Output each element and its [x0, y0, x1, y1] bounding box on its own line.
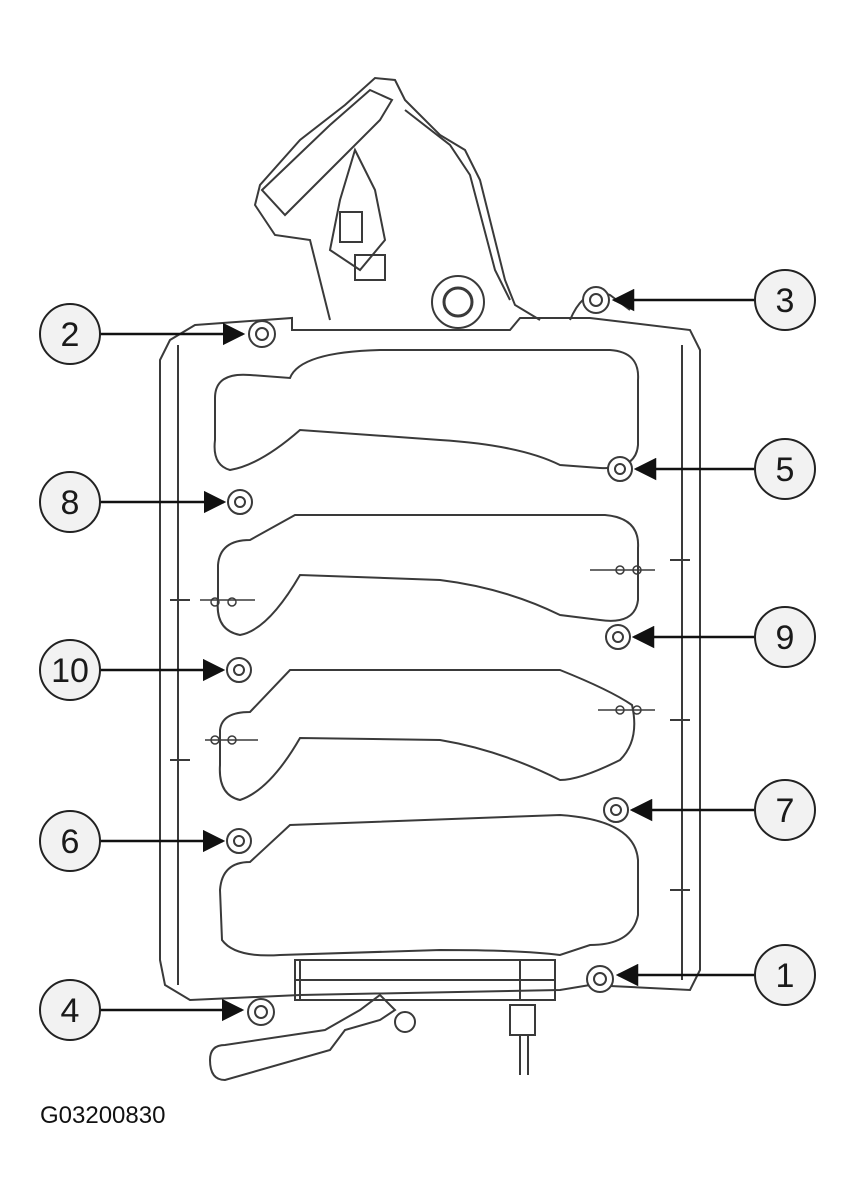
bolt-3	[582, 286, 610, 314]
manifold-frame	[159, 316, 701, 1002]
throttle-body-assembly	[253, 76, 631, 329]
bolt-2	[248, 320, 276, 348]
callout-9: 9	[754, 606, 816, 668]
bolt-7	[603, 797, 629, 823]
callout-6-label: 6	[61, 823, 80, 861]
bolt-6	[226, 828, 252, 854]
bolt-1	[586, 965, 614, 993]
bolt-group	[226, 286, 633, 1026]
fuel-rail-details	[200, 565, 655, 745]
callout-1-label: 1	[776, 957, 795, 995]
callout-6: 6	[39, 810, 101, 872]
callout-4: 4	[39, 979, 101, 1041]
callout-5: 5	[754, 438, 816, 500]
figure-id: G03200830	[40, 1102, 166, 1129]
bottom-rail-assembly	[208, 959, 556, 1082]
callout-5-label: 5	[776, 451, 795, 489]
callout-7-label: 7	[776, 792, 795, 830]
callout-3-label: 3	[776, 282, 795, 320]
bolt-8	[227, 489, 253, 515]
bolt-10	[226, 657, 252, 683]
bolt-4	[247, 998, 275, 1026]
callout-8-label: 8	[61, 484, 80, 522]
callout-4-label: 4	[61, 992, 80, 1030]
bolt-9	[605, 624, 631, 650]
callout-8: 8	[39, 471, 101, 533]
callout-7: 7	[754, 779, 816, 841]
callout-2: 2	[39, 303, 101, 365]
bolt-5	[607, 456, 633, 482]
callout-2-label: 2	[61, 316, 80, 354]
callout-10: 10	[39, 639, 101, 701]
intake-runners	[213, 349, 640, 957]
leader-lines	[100, 288, 755, 1022]
callout-9-label: 9	[776, 619, 795, 657]
callout-1: 1	[754, 944, 816, 1006]
callout-10-label: 10	[51, 652, 89, 690]
callout-3: 3	[754, 269, 816, 331]
callouts: 1 2 3 4 5 6 7 8	[39, 269, 816, 1041]
